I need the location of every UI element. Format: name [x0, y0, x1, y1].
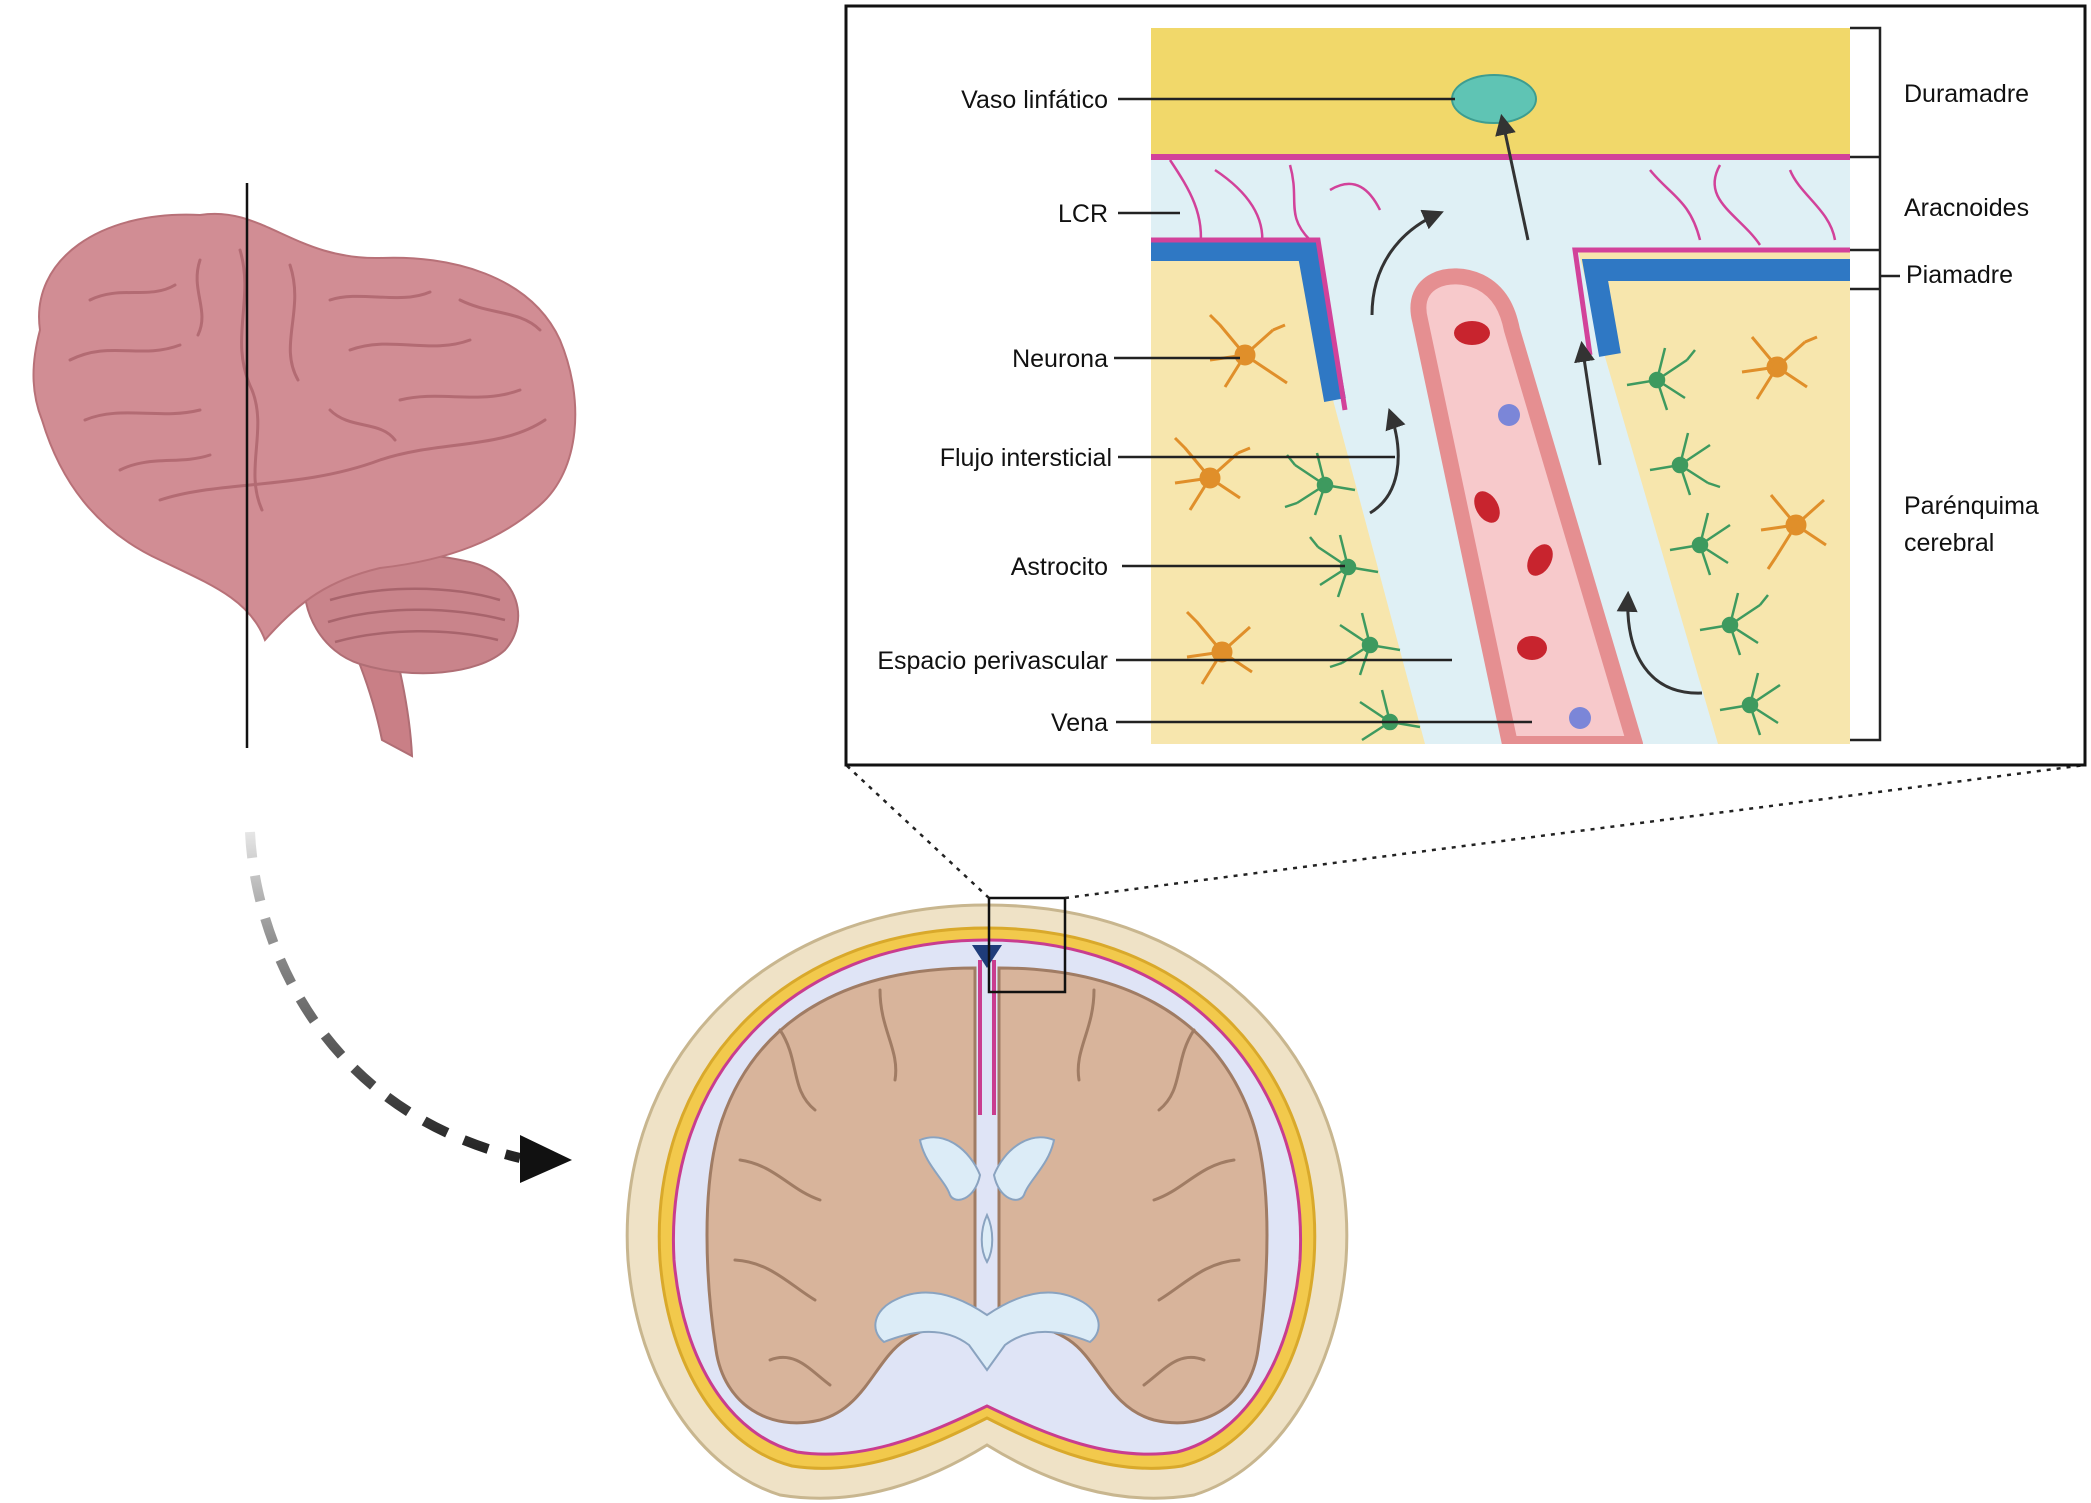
layer-brackets — [1850, 26, 1900, 742]
label-vena: Vena — [1051, 709, 1108, 737]
vein — [1410, 268, 1643, 744]
neuron-cell — [1208, 313, 1288, 388]
arachnoid-line — [1151, 154, 1850, 160]
red-blood-cells — [1454, 321, 1553, 660]
astrocyte-cell — [1284, 452, 1356, 516]
meninges-inset-panel: Vaso linfático LCR Neurona Flujo interst… — [844, 4, 2087, 767]
flow-arrow-right-curve — [1616, 590, 1703, 695]
label-espacio-perivascular: Espacio perivascular — [877, 647, 1108, 675]
flow-arrow-to-lymph — [1495, 113, 1530, 241]
zoom-connector-lines — [845, 763, 2086, 900]
temporal-horns — [874, 1291, 1100, 1372]
lymphatic-vessel — [1451, 74, 1537, 124]
longitudinal-fissure — [978, 960, 996, 1115]
label-vaso-linfatico: Vaso linfático — [961, 86, 1108, 114]
third-ventricle — [980, 1212, 994, 1264]
labels-left: Vaso linfático LCR Neurona Flujo interst… — [877, 86, 1112, 737]
label-lcr: LCR — [1058, 200, 1108, 228]
label-duramadre: Duramadre — [1904, 80, 2029, 108]
coronal-brain-section — [625, 896, 1349, 1500]
neuron-cell — [1185, 610, 1253, 685]
cerebrum — [32, 212, 577, 642]
pia-left — [1151, 239, 1346, 402]
label-neurona: Neurona — [1012, 345, 1108, 373]
astrocytes — [1284, 347, 1781, 742]
labels-right: Duramadre Aracnoides Piamadre Parénquima… — [1904, 80, 2046, 557]
neuron-cell — [1760, 494, 1827, 570]
leader-lines — [1114, 97, 1532, 724]
label-flujo-intersticial: Flujo intersticial — [940, 444, 1112, 472]
curved-dashed-arrow — [245, 831, 572, 1183]
label-astrocito: Astrocito — [1011, 553, 1108, 581]
astrocyte-cell — [1719, 672, 1781, 736]
lateral-brain-illustration — [32, 183, 577, 758]
flow-arrow-interstitial — [1369, 408, 1406, 515]
zoom-region-box — [987, 896, 1067, 994]
label-piamadre: Piamadre — [1906, 261, 2013, 289]
flow-arrows — [1369, 113, 1703, 695]
neurons — [1173, 313, 1827, 685]
astrocyte-cell — [1669, 512, 1731, 576]
neuron-cell — [1741, 335, 1818, 400]
flow-arrow-right-up — [1574, 340, 1602, 466]
neuron-cell — [1173, 436, 1251, 511]
sulci — [733, 988, 1241, 1387]
pia-right-line — [1572, 247, 1850, 356]
flow-arrow-csf — [1370, 209, 1444, 316]
label-aracnoides: Aracnoides — [1904, 194, 2029, 222]
superior-sagittal-sinus — [972, 945, 1002, 968]
astrocyte-cell — [1309, 534, 1379, 598]
lateral-ventricles — [918, 1136, 1056, 1201]
cerebrum-gyri — [68, 248, 547, 512]
pia-right — [1581, 259, 1850, 357]
label-parenquima-cerebral: Parénquima cerebral — [1904, 492, 2046, 557]
cerebellum-folia — [327, 587, 506, 644]
pia-left-line — [1151, 237, 1348, 411]
white-blood-cells — [1498, 404, 1591, 729]
astrocyte-cell — [1649, 432, 1721, 496]
astrocyte-cell — [1626, 347, 1696, 411]
astrocyte-cell — [1699, 592, 1769, 656]
